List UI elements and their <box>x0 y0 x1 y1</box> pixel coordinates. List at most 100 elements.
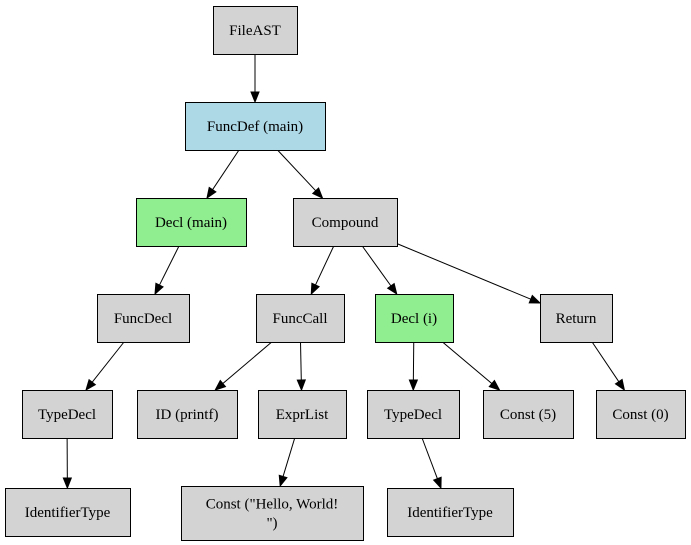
edge-return-to-const0 <box>591 341 626 392</box>
node-funcdef: FuncDef (main) <box>185 102 326 151</box>
arrowhead-icon <box>206 186 217 200</box>
node-identtype2: IdentifierType <box>387 488 514 537</box>
node-label: FuncDecl <box>114 311 172 327</box>
edge-fileast-to-funcdef <box>250 54 260 104</box>
arrowhead-icon <box>408 379 419 392</box>
node-box <box>97 294 190 343</box>
edge-line <box>421 437 438 479</box>
edge-line <box>91 341 125 383</box>
arrowhead-icon <box>488 379 501 391</box>
arrowhead-icon <box>85 378 97 392</box>
node-const0: Const (0) <box>596 390 686 439</box>
edge-decl_i-to-typedecl2 <box>408 341 419 392</box>
node-box <box>540 294 613 343</box>
node-box <box>181 486 364 541</box>
edge-typedecl1-to-identtype1 <box>62 437 73 490</box>
node-typedecl1: TypeDecl <box>22 390 113 439</box>
node-return: Return <box>540 294 613 343</box>
node-const-hello: Const ("Hello, World! ") <box>181 486 364 541</box>
arrowhead-icon <box>614 378 626 392</box>
node-box <box>136 198 247 247</box>
node-label: ExprList <box>276 407 329 423</box>
edge-funcdef-to-decl_main <box>206 149 240 200</box>
node-decl-i: Decl (i) <box>375 294 454 343</box>
node-label: Const ("Hello, World! <box>206 497 339 513</box>
node-box <box>293 198 398 247</box>
arrowhead-icon <box>154 282 164 296</box>
node-box <box>375 294 454 343</box>
edge-line <box>442 341 493 384</box>
arrowhead-icon <box>311 187 324 199</box>
node-label: ") <box>266 516 277 532</box>
node-box <box>596 390 686 439</box>
nodes-layer: FileAST FuncDef (main) Decl (main) Compound… <box>5 6 686 541</box>
edge-line <box>396 243 531 300</box>
arrowhead-icon <box>214 379 227 391</box>
node-box <box>256 294 345 343</box>
arrowhead-icon <box>310 282 320 296</box>
edge-line <box>282 437 296 477</box>
arrowhead-icon <box>250 91 260 104</box>
node-box <box>22 390 113 439</box>
node-funcdecl: FuncDecl <box>97 294 190 343</box>
edge-funcdef-to-compound <box>277 149 324 199</box>
node-box <box>483 390 574 439</box>
node-label: FuncDef (main) <box>207 119 303 135</box>
node-label: Const (0) <box>612 407 668 423</box>
arrowhead-icon <box>386 282 398 296</box>
edge-funcdecl-to-typedecl1 <box>85 341 125 392</box>
node-label: FuncCall <box>273 311 328 327</box>
edge-compound-to-decl_i <box>361 245 398 296</box>
edge-exprlist-to-const_hello <box>278 437 296 488</box>
node-label: IdentifierType <box>407 505 493 521</box>
node-label: Compound <box>312 215 379 231</box>
node-fileast: FileAST <box>213 6 298 55</box>
node-box <box>137 390 238 439</box>
edge-compound-to-return <box>396 243 542 304</box>
node-compound: Compound <box>293 198 398 247</box>
node-const5: Const (5) <box>483 390 574 439</box>
node-exprlist: ExprList <box>258 390 347 439</box>
edge-line <box>300 341 302 381</box>
node-typedecl2: TypeDecl <box>367 390 460 439</box>
arrowhead-icon <box>432 476 442 490</box>
node-label: Return <box>556 311 597 327</box>
node-label: Decl (main) <box>155 215 227 231</box>
edge-line <box>277 149 317 192</box>
node-id-printf: ID (printf) <box>137 390 238 439</box>
node-label: FileAST <box>229 23 281 39</box>
edge-decl_i-to-const5 <box>442 341 501 391</box>
edge-line <box>361 245 392 287</box>
arrowhead-icon <box>296 379 307 392</box>
edge-line <box>212 149 240 190</box>
node-decl-main: Decl (main) <box>136 198 247 247</box>
edge-line <box>591 341 620 382</box>
edge-line <box>159 245 180 286</box>
arrowhead-icon <box>278 474 288 488</box>
edge-funccall-to-exprlist <box>296 341 307 392</box>
arrowhead-icon <box>528 294 542 304</box>
node-box <box>387 488 514 537</box>
edge-compound-to-funccall <box>310 245 335 296</box>
node-box <box>213 6 298 55</box>
node-funccall: FuncCall <box>256 294 345 343</box>
node-label: Decl (i) <box>391 311 437 327</box>
node-label: IdentifierType <box>25 505 111 521</box>
edge-line <box>315 245 335 286</box>
edge-typedecl2-to-identtype2 <box>421 437 442 490</box>
node-box <box>258 390 347 439</box>
edges-layer <box>62 54 626 490</box>
edge-line <box>222 341 273 384</box>
node-label: TypeDecl <box>38 407 96 423</box>
node-label: TypeDecl <box>384 407 442 423</box>
edge-funccall-to-id_printf <box>214 341 273 391</box>
node-identtype1: IdentifierType <box>5 488 131 537</box>
node-box <box>185 102 326 151</box>
node-label: ID (printf) <box>156 407 219 423</box>
arrowhead-icon <box>62 477 73 490</box>
node-box <box>5 488 131 537</box>
node-box <box>367 390 460 439</box>
node-label: Const (5) <box>500 407 556 423</box>
edge-decl_main-to-funcdecl <box>154 245 180 296</box>
